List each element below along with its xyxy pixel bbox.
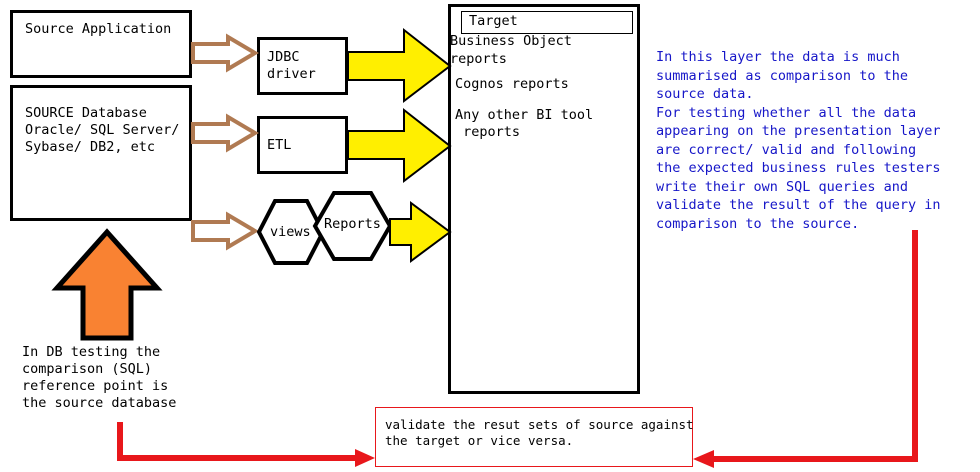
jdbc-driver-label: JDBC driver (267, 49, 316, 82)
reports-label: Reports (324, 216, 381, 232)
arrow-source-app-to-jdbc (191, 33, 259, 73)
target-line-any-other-bi-tool-reports: reports (455, 124, 521, 140)
target-line-business-object: Business Object (450, 33, 572, 49)
arrow-etl-to-target (347, 107, 452, 184)
arrow-right-to-validate (693, 230, 918, 468)
views-label: views (270, 224, 311, 240)
arrow-left-to-validate (117, 422, 375, 467)
target-header-label: Target (469, 13, 518, 29)
jdbc-driver-box[interactable] (257, 37, 348, 95)
arrow-source-db-to-etl (191, 113, 259, 153)
source-database-box[interactable] (10, 85, 192, 221)
target-panel-box[interactable] (448, 4, 640, 394)
etl-label: ETL (267, 137, 292, 153)
source-database-label: SOURCE Database Oracle/ SQL Server/ Syba… (25, 105, 180, 155)
target-line-cognos-reports: Cognos reports (455, 76, 569, 92)
target-line-any-other-bi-tool: Any other BI tool (455, 107, 594, 123)
validate-note-box[interactable] (375, 407, 693, 467)
arrow-reports-to-target (389, 201, 452, 263)
validate-note-label: validate the resut sets of source agains… (385, 417, 694, 448)
etl-box[interactable] (257, 116, 348, 174)
source-application-box[interactable] (10, 10, 192, 78)
target-line-reports: reports (450, 51, 507, 67)
arrow-source-db-to-views (191, 211, 259, 251)
source-application-label: Source Application (25, 21, 172, 37)
target-header-box[interactable] (461, 11, 633, 34)
arrow-jdbc-to-target (347, 27, 452, 104)
presentation-layer-note: In this layer the data is much summarise… (656, 49, 941, 232)
arrow-source-db-upward (51, 228, 163, 341)
db-testing-note: In DB testing the comparison (SQL) refer… (22, 344, 177, 411)
reports-hexagon[interactable] (312, 191, 393, 261)
views-hexagon[interactable] (256, 199, 326, 265)
